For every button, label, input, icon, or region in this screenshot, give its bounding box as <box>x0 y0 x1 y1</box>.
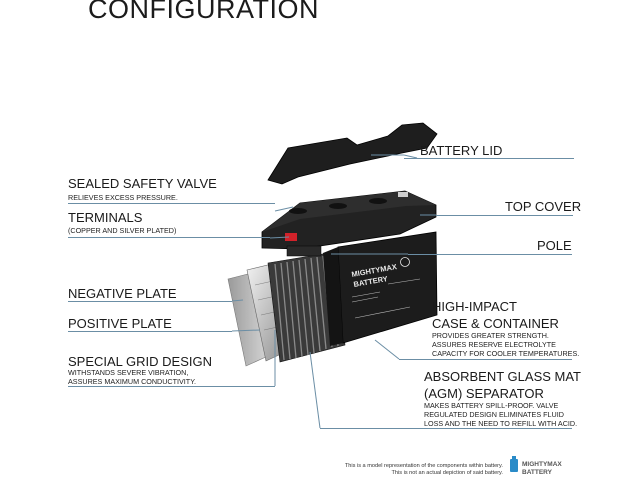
leader-safety-valve <box>68 203 275 204</box>
leader-battery-lid <box>404 158 574 159</box>
label-agm-line1: ABSORBENT GLASS MAT <box>424 369 582 384</box>
mightymax-logo: MIGHTYMAX BATTERY <box>510 456 562 476</box>
svg-text:BATTERY: BATTERY <box>522 469 553 476</box>
desc-case-line3: CAPACITY FOR COOLER TEMPERATURES. <box>432 349 580 358</box>
leader-grid-design <box>68 386 275 387</box>
label-agm-line2: (AGM) SEPARATOR <box>424 386 544 401</box>
leader-positive-plate <box>68 331 232 332</box>
desc-agm-line3: LOSS AND THE NEED TO REFILL WITH ACID. <box>424 419 578 428</box>
leader-pole <box>408 254 572 255</box>
desc-sealed-safety-valve: RELIEVES EXCESS PRESSURE. <box>68 193 178 202</box>
label-case-line2: CASE & CONTAINER <box>432 316 559 331</box>
label-pole: POLE <box>537 238 572 253</box>
desc-grid-line2: ASSURES MAXIMUM CONDUCTIVITY. <box>68 377 197 386</box>
footnote-line1: This is a model representation of the co… <box>344 463 503 469</box>
label-sealed-safety-valve: SEALED SAFETY VALVE <box>68 176 217 191</box>
label-positive-plate: POSITIVE PLATE <box>68 316 172 331</box>
desc-agm-line1: MAKES BATTERY SPILL-PROOF. VALVE <box>424 401 559 410</box>
desc-grid-line1: WITHSTANDS SEVERE VIBRATION, <box>68 368 189 377</box>
page-title: CONFIGURATION <box>88 0 319 24</box>
label-top-cover: TOP COVER <box>505 199 582 214</box>
label-terminals: TERMINALS <box>68 210 143 225</box>
svg-text:MIGHTYMAX: MIGHTYMAX <box>522 461 562 468</box>
desc-agm-line2: REGULATED DESIGN ELIMINATES FLUID <box>424 410 564 419</box>
terminal-silver <box>398 192 408 197</box>
leader-top-cover <box>436 215 573 216</box>
desc-terminals: (COPPER AND SILVER PLATED) <box>68 226 177 235</box>
terminal-red <box>285 233 297 241</box>
leader-agm <box>320 428 572 429</box>
label-special-grid-design: SPECIAL GRID DESIGN <box>68 354 212 369</box>
label-battery-lid: BATTERY LID <box>420 143 503 158</box>
desc-case-line1: PROVIDES GREATER STRENGTH. <box>432 331 549 340</box>
battery-lid <box>267 122 438 185</box>
leader-negative-plate <box>68 301 232 302</box>
footnote-line2: This is not an actual depiction of said … <box>391 470 503 476</box>
label-negative-plate: NEGATIVE PLATE <box>68 286 177 301</box>
battery-case <box>337 231 438 344</box>
desc-case-line2: ASSURES RESERVE ELECTROLYTE <box>432 340 556 349</box>
leader-case <box>399 359 572 360</box>
label-case-line1: HIGH-IMPACT <box>432 299 517 314</box>
leader-terminals <box>68 237 270 238</box>
